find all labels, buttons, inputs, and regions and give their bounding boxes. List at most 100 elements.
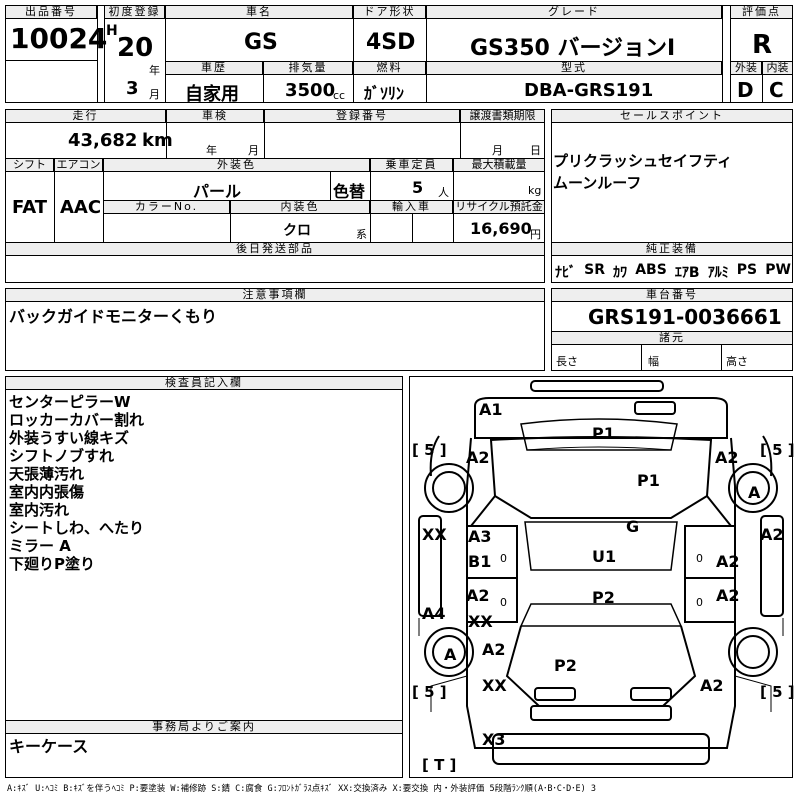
later-parts-label: 後日発送部品 [5,242,545,256]
mark-p1-top: P1 [592,424,615,443]
first-reg-label: 初度登録 [104,5,165,19]
sales-point-line: ムーンルーフ [553,174,642,192]
mark-a1: A1 [479,400,503,419]
lot-label: 出品番号 [5,5,97,19]
model-label: 車名 [165,5,353,19]
mark-a3: A3 [468,527,492,546]
displacement-unit: cc [333,89,346,102]
equipment-list: ﾅﾋﾞ SR ｶﾜ ABS ｴｱB ｱﾙﾐ PS PW [555,262,791,282]
mark-zero-l2: 0 [500,596,507,609]
inspection-label: 車検 [166,109,264,123]
model-name: GS [244,30,278,55]
displacement: 3500 [285,80,336,101]
mark-a-wheel-rl: A [444,645,457,664]
mark-zero-l1: 0 [500,552,507,565]
office-text: キーケース [9,737,89,756]
shift-label: シフト [5,158,54,172]
grade: GS350 バージョンI [470,36,676,61]
mark-a2-rside: A2 [760,525,784,544]
recycle-unit: 円 [530,228,541,241]
sales-point-line: プリクラッシュセイフティ [553,152,733,170]
equipment-nav: ﾅﾋﾞ [555,265,576,281]
model-type: DBA-GRS191 [524,80,654,101]
door-label: ドア形状 [353,5,426,19]
capacity-label: 乗車定員 [370,158,453,172]
equipment-ps: PS [736,262,758,278]
mark-a4: A4 [422,604,446,623]
spec-width: 幅 [648,355,659,368]
year-unit: 年 [149,64,160,77]
equipment-abs: ABS [635,262,667,278]
office-label: 事務局よりご案内 [5,720,403,734]
spec-label: 諸元 [551,331,793,345]
mark-zero-r1: 0 [696,552,703,565]
mark-a2-rdoor: A2 [716,552,740,571]
colorno-label: カラーNo. [103,200,230,214]
equipment-label: 純正装備 [551,242,793,256]
inspection-month: 月 [248,144,259,157]
ext-label: 外装 [730,61,762,75]
equipment-pw: PW [765,262,791,278]
load-unit: kg [528,184,542,197]
reg-year: 20 [117,33,154,63]
color-label: 外装色 [103,158,370,172]
interior-color: クロ [283,223,311,239]
mark-t-spare: [ T ] [422,756,457,774]
regno-label: 登録番号 [264,109,460,123]
mileage-unit: km [142,130,173,151]
inspector-label: 検査員記入欄 [5,376,403,390]
mark-xx-left: XX [422,525,447,544]
inspector-line: 外装うすい線キズ [9,429,130,447]
ext-grade: D [737,78,754,102]
mark-a2-rr-corner: A2 [700,676,724,695]
reg-month: 3 [126,78,139,99]
mark-five-rr: [ 5 ] [760,683,795,701]
mark-u1: U1 [592,547,617,566]
mark-a2-ldoor2: A2 [466,586,490,605]
type-label: 型式 [426,61,722,75]
fuel: ｶﾞｿﾘﾝ [364,84,405,103]
mark-five-fl: [ 5 ] [412,441,447,459]
mark-p1-hood: P1 [637,471,660,490]
chassis-label: 車台番号 [551,288,793,302]
displacement-label: 排気量 [263,61,353,75]
history: 自家用 [185,84,239,105]
capacity: 5 [412,178,424,197]
ac-label: エアコン [54,158,103,172]
interior-label: 内装色 [230,200,370,214]
mark-xx-rl: XX [482,676,507,695]
inspector-line: シートしわ、へたり [9,519,145,537]
mark-p2-trunk: P2 [554,656,577,675]
sales-point-label: セールスポイント [551,109,793,123]
era: H [106,23,118,39]
mileage: 43,682 [68,130,138,151]
mark-a2-fr: A2 [715,448,739,467]
mark-five-rl: [ 5 ] [412,683,447,701]
int-grade: C [769,78,784,102]
caution-label: 注意事項欄 [5,288,545,302]
mark-p2: P2 [592,588,615,607]
transfer-day: 日 [530,144,541,157]
equipment-sunroof: SR [584,262,605,278]
recycle-label: リサイクル預託金 [453,200,545,214]
inspector-line: 天張薄汚れ [9,465,85,483]
fuel-label: 燃料 [353,61,426,75]
shift: FAT [12,197,48,218]
spec-length: 長さ [556,355,578,368]
capacity-unit: 人 [438,186,449,199]
mark-zero-r2: 0 [696,596,703,609]
int-label: 内装 [762,61,793,75]
inspector-line: 室内汚れ [9,501,70,519]
lot-number: 10024 [10,22,108,55]
color-change: 色替 [333,182,366,201]
equipment-leather: ｶﾜ [613,265,628,281]
transfer-month: 月 [492,144,503,157]
inspector-line: センターピラーW [9,393,131,411]
mark-a2-fl: A2 [466,448,490,467]
equipment-alloy: ｱﾙﾐ [707,265,729,281]
equipment-airbag: ｴｱB [674,265,700,281]
interior-unit: 系 [356,228,367,241]
mark-five-fr: [ 5 ] [760,441,795,459]
mileage-label: 走行 [5,109,166,123]
inspector-line: ロッカーカバー割れ [9,411,145,429]
